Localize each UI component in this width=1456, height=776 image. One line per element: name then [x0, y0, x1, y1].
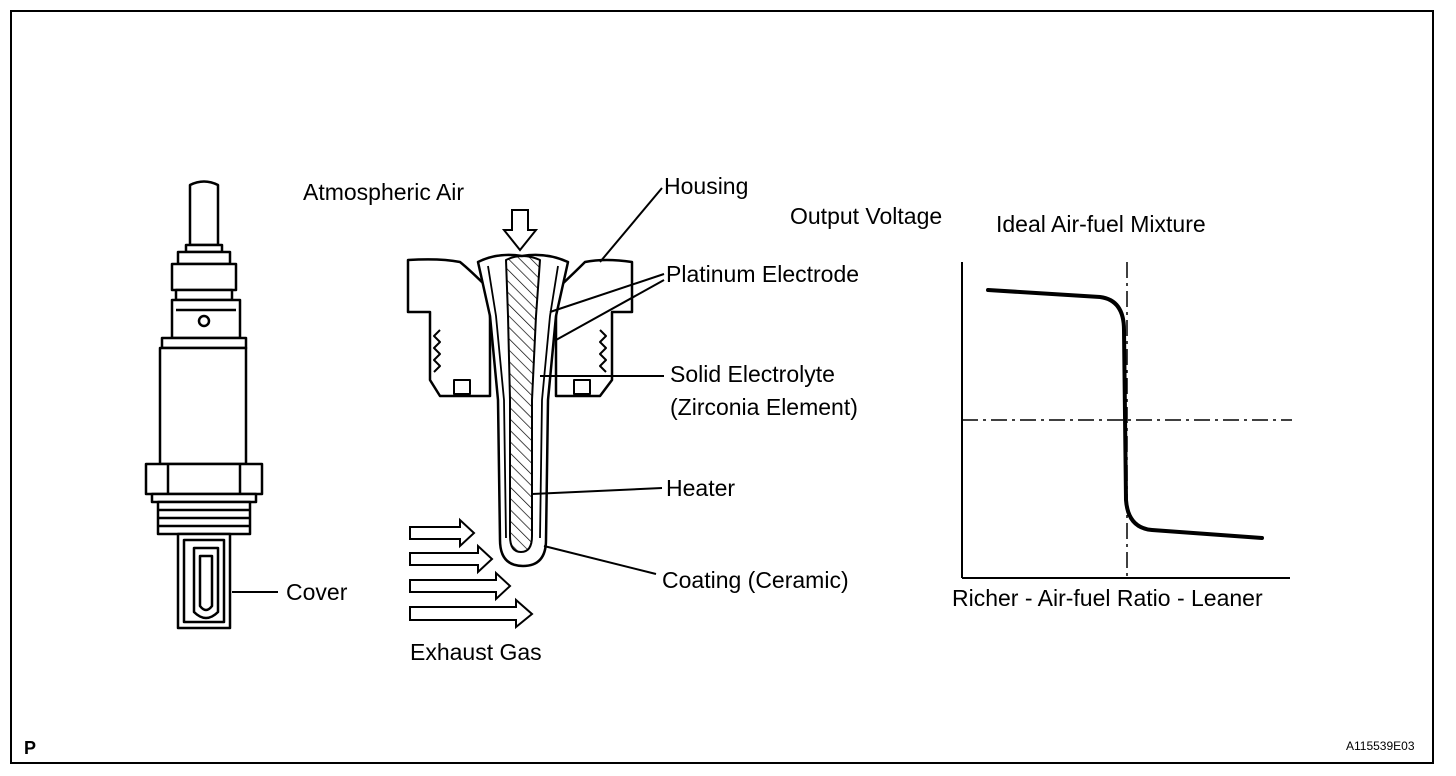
label-heater: Heater — [666, 475, 735, 501]
corner-mark: P — [24, 738, 36, 758]
graph-xlabel: Richer - Air-fuel Ratio - Leaner — [952, 585, 1263, 611]
figure-code: A115539E03 — [1346, 739, 1415, 753]
label-platinum-electrode: Platinum Electrode — [666, 261, 859, 287]
graph-ylabel: Output Voltage — [790, 203, 942, 229]
leader-lines — [531, 187, 665, 575]
label-cover: Cover — [286, 579, 348, 605]
air-arrow-icon — [501, 209, 539, 252]
voltage-graph — [961, 262, 1292, 579]
label-exhaust-gas: Exhaust Gas — [410, 639, 542, 665]
label-coating: Coating (Ceramic) — [662, 567, 849, 593]
graph-ideal-label: Ideal Air-fuel Mixture — [996, 211, 1206, 237]
output-voltage-curve — [986, 288, 1264, 540]
exhaust-arrows-icon — [409, 517, 534, 630]
label-housing: Housing — [664, 173, 748, 199]
figure-frame — [10, 10, 1434, 764]
label-solid-electrolyte: Solid Electrolyte — [670, 361, 835, 387]
sensor-cross-section — [406, 253, 634, 568]
sensor-exterior — [144, 180, 264, 630]
label-atmospheric-air: Atmospheric Air — [303, 179, 464, 205]
label-zirconia-element: (Zirconia Element) — [670, 394, 858, 420]
